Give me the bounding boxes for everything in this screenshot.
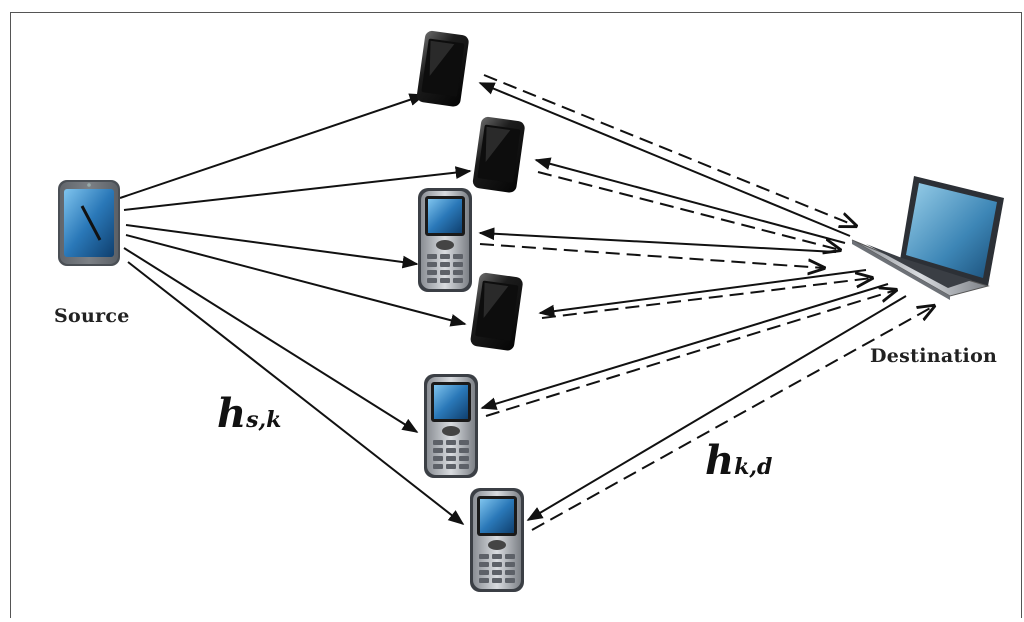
link-sr-2 [123, 166, 472, 211]
channel-rd-subscript: k,d [734, 454, 773, 480]
link-rd-3 [479, 243, 824, 268]
link-dr-6 [526, 295, 907, 521]
source-label: Source [54, 305, 130, 327]
source-to-relay-links [119, 93, 472, 525]
tablet-icon [58, 180, 120, 266]
feature-phone-icon [470, 488, 524, 592]
link-rd-5 [485, 290, 896, 417]
channel-sr-symbol: h [217, 390, 247, 437]
channel-relay-destination-label: hk,d [705, 437, 772, 484]
link-dr-4 [538, 269, 867, 318]
figure-frame [10, 12, 1022, 618]
feature-phone-icon [424, 374, 478, 478]
link-sr-5 [123, 247, 419, 433]
link-dr-2 [534, 157, 846, 244]
link-rd-2 [537, 171, 840, 250]
link-rd-6 [531, 306, 934, 531]
destination-label: Destination [870, 345, 998, 367]
channel-rd-symbol: h [705, 437, 735, 484]
relay-to-destination-links [479, 74, 934, 531]
link-rd-1 [483, 74, 856, 226]
laptop-icon [851, 176, 1004, 300]
channel-source-relay-label: hs,k [217, 390, 281, 437]
channel-sr-subscript: s,k [246, 407, 282, 433]
link-sr-6 [127, 261, 465, 525]
link-sr-1 [119, 93, 426, 199]
link-dr-5 [480, 283, 889, 410]
destination-to-relay-links [478, 82, 907, 521]
smartphone-icon [472, 116, 525, 193]
link-sr-4 [125, 234, 467, 327]
link-sr-3 [125, 224, 419, 269]
link-dr-1 [478, 82, 851, 237]
link-dr-3 [478, 227, 837, 253]
smartphone-icon [470, 272, 523, 351]
smartphone-icon [416, 30, 469, 107]
feature-phone-icon [418, 188, 472, 292]
link-rd-4 [541, 278, 872, 319]
